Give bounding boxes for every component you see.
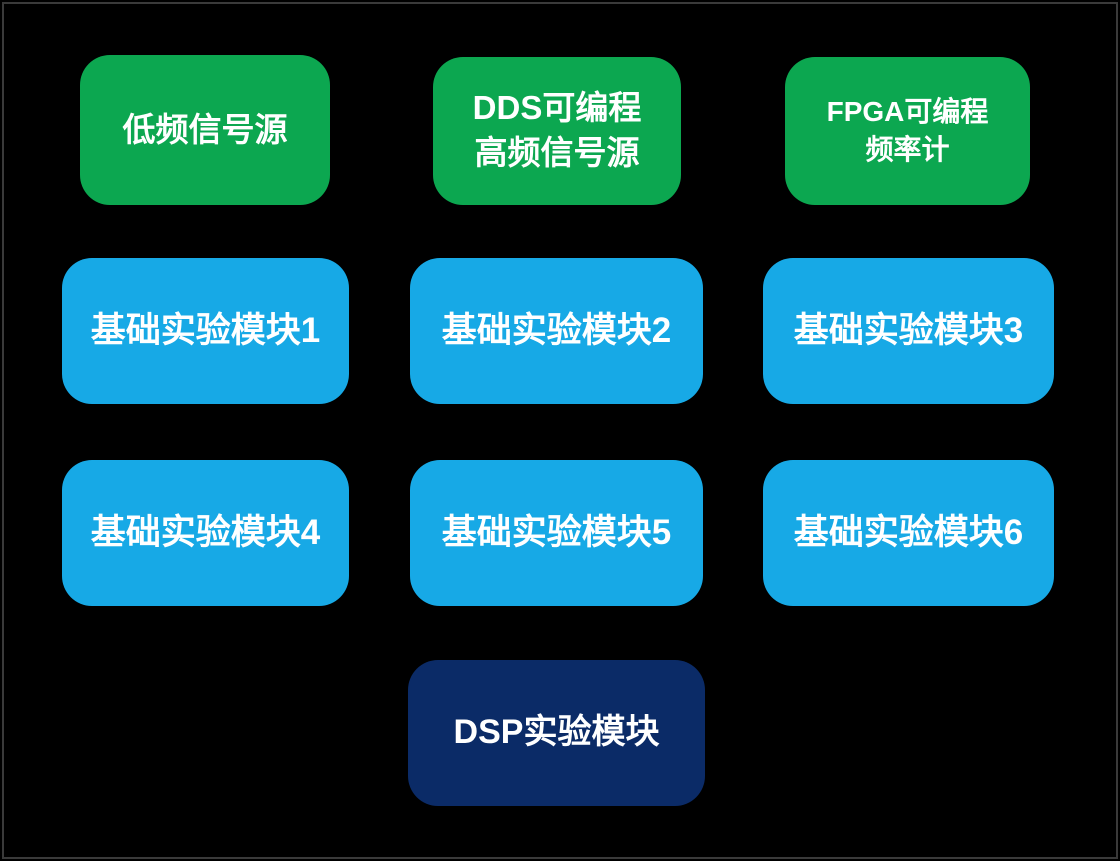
block-low-freq-signal-source: 低频信号源: [80, 55, 330, 205]
block-basic-module-5: 基础实验模块5: [410, 460, 703, 606]
block-basic-module-2: 基础实验模块2: [410, 258, 703, 404]
block-basic-module-3: 基础实验模块3: [763, 258, 1054, 404]
block-basic-module-4: 基础实验模块4: [62, 460, 349, 606]
block-dds-high-freq-signal-source: DDS可编程 高频信号源: [433, 57, 681, 205]
block-basic-module-6: 基础实验模块6: [763, 460, 1054, 606]
block-dsp-module: DSP实验模块: [408, 660, 705, 806]
block-basic-module-1: 基础实验模块1: [62, 258, 349, 404]
block-fpga-frequency-counter: FPGA可编程 频率计: [785, 57, 1030, 205]
